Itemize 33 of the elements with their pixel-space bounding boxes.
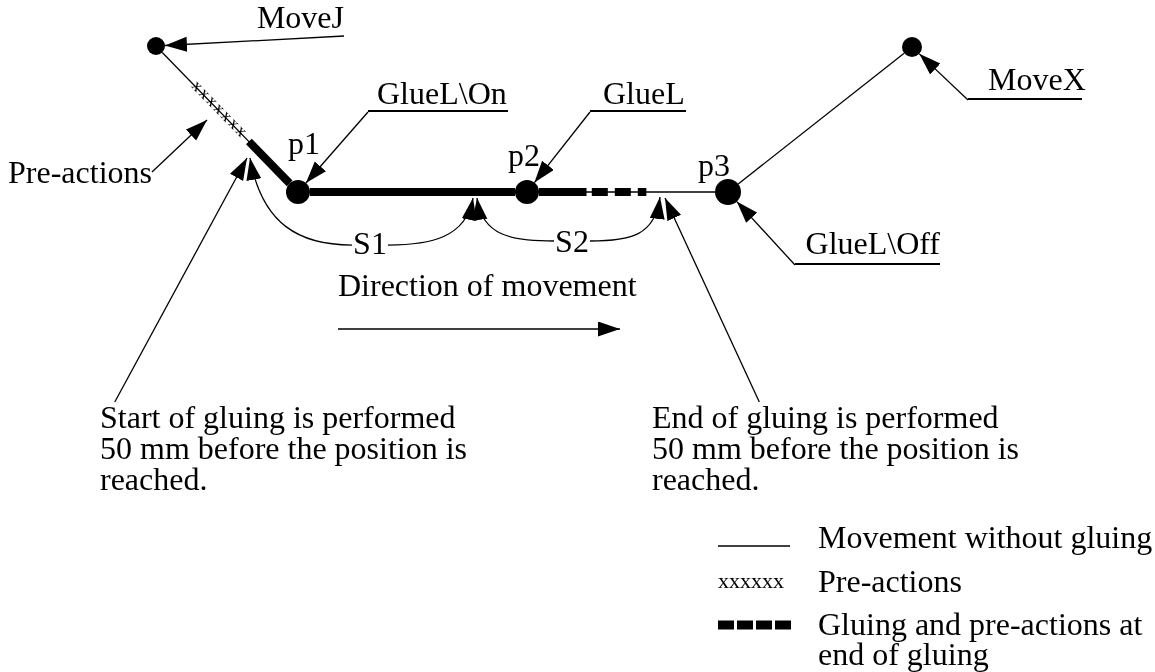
callout-text: S1: [352, 226, 388, 260]
leader-arrow: [664, 197, 760, 403]
direction-label: Direction of movement: [338, 268, 637, 302]
waypoint-dot: [515, 180, 539, 204]
callout-text: GlueL\On: [368, 76, 508, 112]
leader-arrow: [305, 111, 369, 184]
leader-arrow: [247, 157, 353, 246]
leader-arrow: [151, 119, 208, 173]
legend-label: Pre-actions: [818, 566, 963, 596]
path-segment: [737, 52, 905, 185]
leader-arrow: [473, 197, 555, 242]
callout-text: S2: [554, 224, 590, 258]
waypoint-dot: [147, 37, 165, 55]
leader-arrow: [736, 200, 796, 266]
legend-sample-marks: xxxxxx: [718, 567, 784, 595]
leader-arrow: [164, 35, 345, 52]
leader-arrow: [533, 111, 591, 184]
path-segment: [310, 188, 515, 196]
note-text: End of gluing is performed 50 mm before the position is reached.: [652, 402, 1022, 495]
callout-text: MoveJ: [236, 0, 344, 36]
waypoint-dot: [286, 180, 310, 204]
leader-arrow: [589, 196, 664, 242]
point-label: p2: [508, 138, 540, 172]
callout-text: Pre-actions: [0, 155, 152, 189]
callout-text: GlueL: [590, 76, 686, 112]
leader-arrow: [114, 157, 248, 403]
point-label: p3: [698, 148, 730, 182]
leader-arrow: [918, 53, 969, 101]
callout-text: GlueL\Off: [795, 226, 940, 265]
note-text: Start of gluing is performed 50 mm before the position is reached.: [100, 402, 470, 495]
point-label: p1: [288, 126, 320, 160]
leader-arrow: [387, 197, 475, 246]
waypoint-dot: [902, 37, 922, 57]
